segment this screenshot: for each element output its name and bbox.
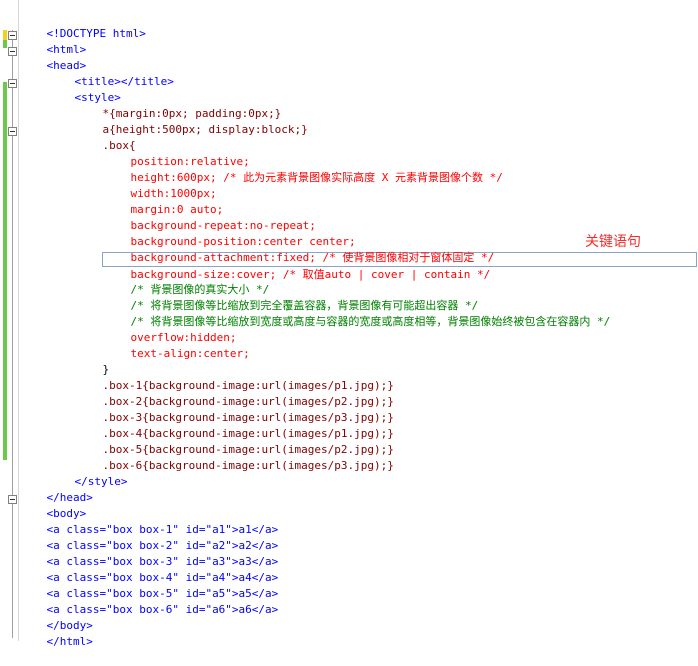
code-line[interactable]: background-position:center center; bbox=[104, 218, 356, 248]
code-comment: /* 将背景图像等比缩放到完全覆盖容器，背景图像有可能超出容器 */ bbox=[130, 299, 479, 312]
code-text: <a class="box box-2" id="a2">a2</a> bbox=[46, 539, 279, 552]
code-line[interactable]: </style> bbox=[48, 458, 128, 488]
code-text: </body> bbox=[46, 619, 93, 632]
change-marker bbox=[3, 30, 7, 40]
fold-toggle-icon[interactable] bbox=[8, 127, 17, 136]
code-line[interactable]: <body> bbox=[20, 490, 87, 520]
change-marker bbox=[3, 40, 7, 48]
code-text: text-align:center; bbox=[130, 347, 250, 360]
code-text: <a class="box box-5" id="a5">a5</a> bbox=[46, 587, 279, 600]
code-text: *{margin:0px; padding:0px;} bbox=[102, 107, 282, 120]
code-line[interactable]: *{margin:0px; padding:0px;} bbox=[76, 90, 282, 120]
code-text: background-repeat:no-repeat; bbox=[130, 219, 316, 232]
code-text: .box-4{background-image:url(images/p1.jp… bbox=[102, 427, 394, 440]
code-line[interactable]: overflow:hidden; bbox=[104, 314, 237, 344]
key-statement-annotation: 关键语句 bbox=[585, 234, 641, 250]
code-line[interactable]: <a class="box box-2" id="a2">a2</a> bbox=[20, 522, 279, 552]
code-line[interactable]: .box-4{background-image:url(images/p1.jp… bbox=[76, 410, 394, 440]
code-line[interactable]: <a class="box box-4" id="a4">a4</a> bbox=[20, 554, 279, 584]
code-text: </html> bbox=[46, 635, 93, 648]
code-text: <a class="box box-3" id="a3">a3</a> bbox=[46, 555, 279, 568]
code-line[interactable]: <html> bbox=[20, 26, 87, 56]
code-line[interactable]: text-align:center; bbox=[104, 330, 250, 360]
code-line[interactable]: </html> bbox=[20, 618, 93, 648]
fold-toggle-icon[interactable] bbox=[8, 47, 17, 56]
code-text: width:1000px; bbox=[130, 187, 217, 200]
code-text: </head> bbox=[46, 491, 93, 504]
code-line[interactable]: <style> bbox=[48, 74, 121, 104]
code-text: .box{ bbox=[102, 139, 136, 152]
code-text: <a class="box box-1" id="a1">a1</a> bbox=[46, 523, 279, 536]
code-text: <head> bbox=[46, 59, 87, 72]
code-line[interactable]: .box-1{background-image:url(images/p1.jp… bbox=[76, 362, 394, 392]
code-text: height:600px; /* 此为元素背景图像实际高度 X 元素背景图像个数… bbox=[130, 171, 503, 184]
code-text: <body> bbox=[46, 507, 87, 520]
code-text: <!DOCTYPE html> bbox=[46, 27, 146, 40]
code-text: .box-2{background-image:url(images/p2.jp… bbox=[102, 395, 394, 408]
code-text: background-attachment:fixed; /* 使背景图像相对于… bbox=[130, 251, 495, 264]
code-line[interactable]: /* 背景图像的真实大小 */ bbox=[104, 266, 270, 296]
code-line[interactable]: .box-5{background-image:url(images/p2.jp… bbox=[76, 426, 394, 456]
code-line[interactable]: .box{ bbox=[76, 122, 136, 152]
code-line-current[interactable]: background-size:cover; /* 取值auto | cover… bbox=[104, 251, 491, 281]
code-text: position:relative; bbox=[130, 155, 250, 168]
code-text: .box-1{background-image:url(images/p1.jp… bbox=[102, 379, 394, 392]
code-line[interactable]: .box-6{background-image:url(images/p3.jp… bbox=[76, 442, 394, 472]
code-text: </style> bbox=[74, 475, 128, 488]
code-line[interactable]: .box-3{background-image:url(images/p3.jp… bbox=[76, 394, 394, 424]
code-text: background-position:center center; bbox=[130, 235, 356, 248]
code-comment: /* 背景图像的真实大小 */ bbox=[130, 283, 270, 296]
code-text: <a class="box box-6" id="a6">a6</a> bbox=[46, 603, 279, 616]
code-line[interactable]: </head> bbox=[20, 474, 93, 504]
code-text: a{height:500px; display:block;} bbox=[102, 123, 308, 136]
code-line[interactable]: /* 将背景图像等比缩放到宽度或高度与容器的宽度或高度相等，背景图像始终被包含在… bbox=[104, 298, 611, 328]
code-line[interactable]: <head> bbox=[20, 42, 87, 72]
code-line[interactable]: </body> bbox=[20, 602, 93, 632]
code-line[interactable]: <a class="box box-5" id="a5">a5</a> bbox=[20, 570, 279, 600]
code-line[interactable]: <a class="box box-1" id="a1">a1</a> bbox=[20, 506, 279, 536]
code-text: overflow:hidden; bbox=[130, 331, 237, 344]
code-line[interactable]: background-attachment:fixed; /* 使背景图像相对于… bbox=[104, 234, 495, 264]
code-text: .box-3{background-image:url(images/p3.jp… bbox=[102, 411, 394, 424]
code-text: <html> bbox=[46, 43, 87, 56]
code-line[interactable]: position:relative; bbox=[104, 138, 250, 168]
code-line[interactable]: .box-2{background-image:url(images/p2.jp… bbox=[76, 378, 394, 408]
code-text: background-size:cover; /* 取值auto | cover… bbox=[130, 268, 491, 281]
code-line[interactable]: <title></title> bbox=[48, 58, 174, 88]
code-editor[interactable]: <!DOCTYPE html> <html> <head> <title></t… bbox=[0, 0, 698, 648]
fold-toggle-icon[interactable] bbox=[8, 79, 17, 88]
code-line[interactable]: /* 将背景图像等比缩放到完全覆盖容器，背景图像有可能超出容器 */ bbox=[104, 282, 479, 312]
fold-toggle-icon[interactable] bbox=[8, 31, 17, 40]
code-line[interactable]: margin:0 auto; bbox=[104, 186, 224, 216]
fold-toggle-icon[interactable] bbox=[8, 495, 17, 504]
code-line[interactable]: height:600px; /* 此为元素背景图像实际高度 X 元素背景图像个数… bbox=[104, 154, 503, 184]
code-text: .box-6{background-image:url(images/p3.jp… bbox=[102, 459, 394, 472]
fold-guide bbox=[12, 30, 13, 638]
code-text: margin:0 auto; bbox=[130, 203, 224, 216]
code-line[interactable]: <a class="box box-3" id="a3">a3</a> bbox=[20, 538, 279, 568]
code-text: <title></title> bbox=[74, 75, 174, 88]
code-line[interactable]: width:1000px; bbox=[104, 170, 217, 200]
code-text: <style> bbox=[74, 91, 121, 104]
current-line-highlight bbox=[102, 252, 697, 267]
code-comment: /* 将背景图像等比缩放到宽度或高度与容器的宽度或高度相等，背景图像始终被包含在… bbox=[130, 315, 611, 328]
code-line[interactable]: <!DOCTYPE html> bbox=[20, 10, 146, 40]
change-marker bbox=[3, 82, 7, 460]
code-line[interactable]: <a class="box box-6" id="a6">a6</a> bbox=[20, 586, 279, 616]
code-line[interactable]: a{height:500px; display:block;} bbox=[76, 106, 308, 136]
code-text: <a class="box box-4" id="a4">a4</a> bbox=[46, 571, 279, 584]
code-line[interactable]: } bbox=[76, 346, 110, 376]
code-text: } bbox=[102, 363, 110, 376]
code-line[interactable]: background-repeat:no-repeat; bbox=[104, 202, 316, 232]
code-text: .box-5{background-image:url(images/p2.jp… bbox=[102, 443, 394, 456]
